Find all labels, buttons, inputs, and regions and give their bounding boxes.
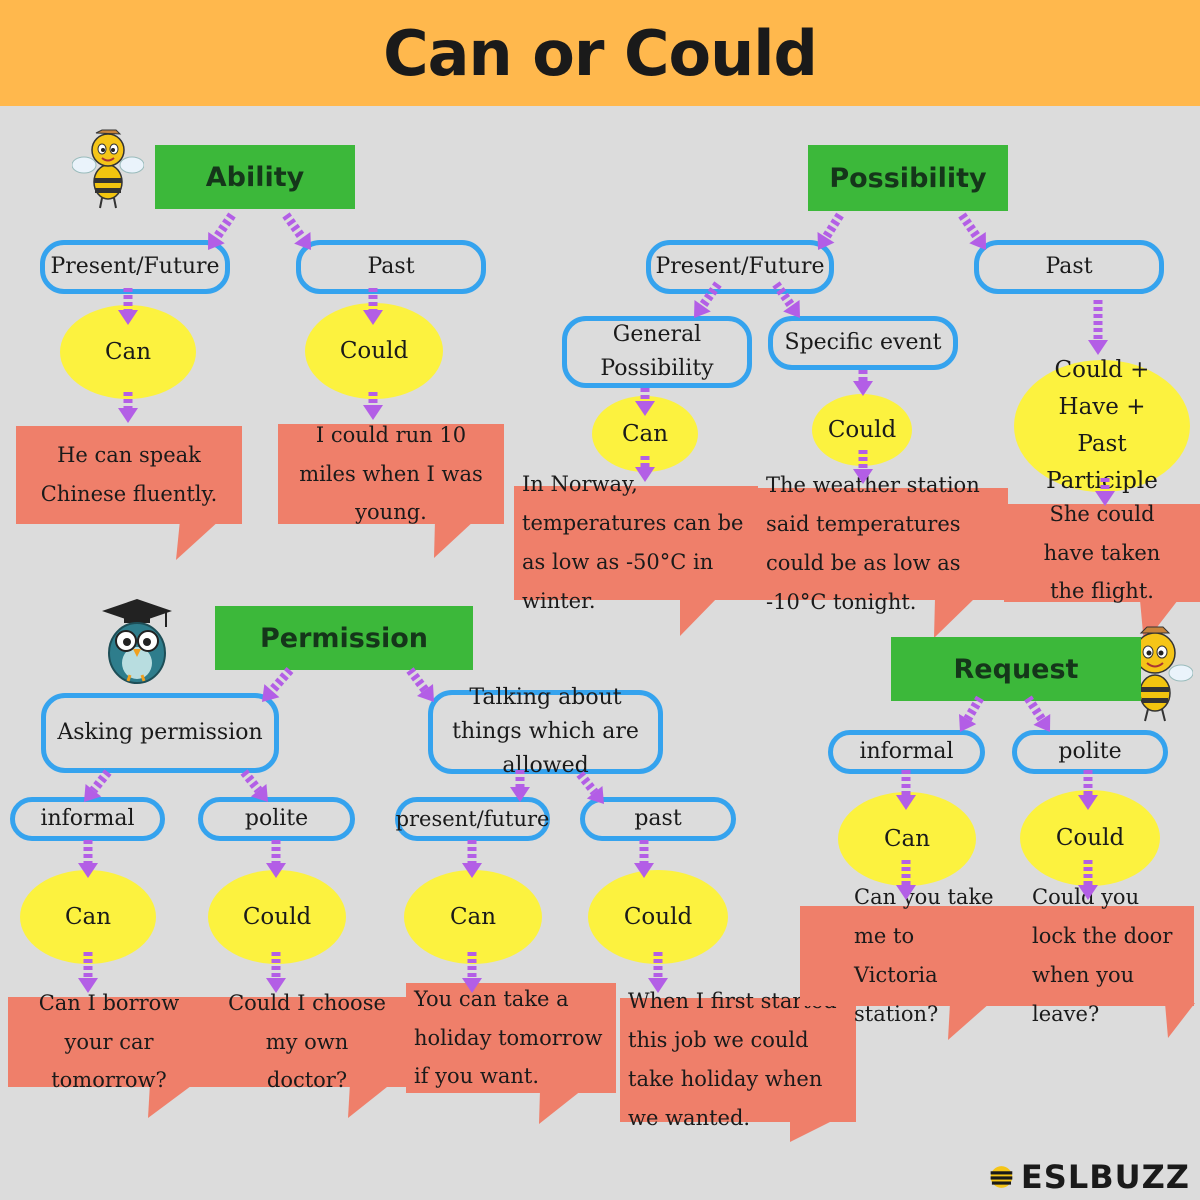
title-banner: Can or Could	[0, 0, 1200, 106]
connector-arrow-head	[817, 231, 835, 250]
connector-arrow-shaft	[772, 281, 796, 309]
bee-mascot-icon	[72, 129, 144, 209]
permission-polite-example-bubble: Could I choose my own doctor?	[206, 991, 408, 1092]
permission-present-future-pill: present/future	[395, 797, 550, 841]
permission-polite-pill: polite	[198, 797, 355, 841]
connector-arrow-head	[363, 310, 383, 325]
connector-arrow-shaft	[282, 212, 306, 241]
permission-informal-can-ellipse: Can	[20, 870, 156, 964]
bubble-tail	[176, 520, 220, 560]
connector-arrow-head	[118, 310, 138, 325]
ability-could-example-bubble: I could run 10 miles when I was young.	[278, 423, 504, 524]
connector-arrow-head	[586, 786, 604, 804]
bubble-tail	[348, 1083, 392, 1118]
permission-past-example-bubble: When I first started this job we could t…	[620, 989, 856, 1130]
possibility-past-pill: Past	[974, 240, 1164, 294]
permission-present-example-bubble: You can take a holiday tomorrow if you w…	[406, 983, 616, 1093]
permission-present-can-ellipse: Can	[404, 870, 542, 964]
eslbuzz-logo: ESLBUZZ	[990, 1157, 1190, 1197]
connector-arrow-head	[1078, 795, 1098, 810]
connector-arrow-head	[853, 381, 873, 396]
brand-name: ESLBUZZ	[1020, 1158, 1190, 1196]
bubble-tail	[680, 595, 720, 636]
permission-past-pill: past	[580, 797, 736, 841]
connector-arrow-shaft	[89, 769, 112, 794]
ability-could-ellipse: Could	[305, 303, 443, 399]
connector-arrow-head	[634, 863, 654, 878]
connector-arrow-head	[1088, 340, 1108, 355]
connector-arrow-head	[783, 299, 800, 318]
bubble-tail	[539, 1090, 582, 1124]
possibility-heading: Possibility	[808, 145, 1008, 211]
bubble-tail	[934, 598, 975, 638]
connector-arrow-shaft	[822, 212, 844, 240]
connector-arrow-head	[294, 231, 311, 250]
bubble-tail	[1165, 1003, 1195, 1038]
connector-arrow-head	[510, 787, 530, 802]
connector-arrow-head	[969, 231, 986, 250]
connector-arrow-head	[896, 885, 916, 900]
connector-arrow-head	[1033, 713, 1051, 732]
connector-arrow-head	[78, 863, 98, 878]
connector-arrow-shaft	[958, 212, 982, 241]
request-heading: Request	[891, 637, 1141, 701]
permission-heading: Permission	[215, 606, 473, 670]
connector-arrow-head	[118, 408, 138, 423]
connector-arrow-head	[84, 784, 102, 802]
ability-past-pill: Past	[296, 240, 486, 294]
connector-arrow-head	[1095, 491, 1115, 506]
connector-arrow-head	[266, 978, 286, 993]
connector-arrow-shaft	[240, 769, 263, 794]
general-possibility-pill: General Possibility	[562, 316, 752, 388]
connector-arrow-shaft	[1024, 695, 1046, 722]
permission-polite-could-ellipse: Could	[208, 870, 346, 964]
connector-arrow-head	[958, 714, 977, 732]
asking-permission-pill: Asking permission	[41, 693, 279, 773]
possibility-can-example-bubble: In Norway, temperatures can be as low as…	[514, 472, 758, 613]
bubble-tail	[434, 520, 475, 558]
connector-arrow-shaft	[963, 695, 984, 722]
bubble-tail	[148, 1083, 195, 1118]
connector-arrow-head	[363, 405, 383, 420]
owl-graduate-icon	[102, 599, 172, 684]
specific-event-pill: Specific event	[768, 316, 958, 370]
bubble-tail	[948, 1003, 990, 1040]
connector-arrow-head	[462, 863, 482, 878]
connector-arrow-head	[635, 467, 655, 482]
connector-arrow-head	[694, 299, 711, 318]
ability-can-example-bubble: He can speak Chinese fluently.	[16, 426, 242, 524]
connector-arrow-shaft	[406, 667, 429, 693]
bubble-tail	[790, 1120, 834, 1142]
connector-arrow-head	[853, 469, 873, 484]
possibility-could-have-example-bubble: She could have taken the flight.	[1004, 502, 1200, 603]
connector-arrow-head	[262, 684, 280, 702]
connector-arrow-head	[635, 401, 655, 416]
connector-arrow-head	[78, 978, 98, 993]
connector-arrow-shaft	[698, 281, 722, 309]
connector-arrow-head	[208, 231, 225, 250]
page-title: Can or Could	[383, 16, 818, 90]
permission-past-could-ellipse: Could	[588, 870, 728, 964]
possibility-present-future-pill: Present/Future	[646, 240, 834, 294]
connector-arrow-head	[1078, 885, 1098, 900]
ability-present-future-pill: Present/Future	[40, 240, 230, 294]
ability-heading: Ability	[155, 145, 355, 209]
connector-arrow-head	[417, 684, 434, 702]
connector-arrow-head	[896, 795, 916, 810]
connector-arrow-shaft	[212, 212, 236, 241]
connector-arrow-head	[250, 784, 268, 802]
connector-arrow-head	[266, 863, 286, 878]
connector-arrow-shaft	[268, 667, 294, 694]
connector-arrow-shaft	[576, 771, 599, 796]
connector-arrow-head	[462, 978, 482, 993]
connector-arrow-head	[648, 978, 668, 993]
eslbuzz-bee-logo-icon	[990, 1166, 1013, 1188]
